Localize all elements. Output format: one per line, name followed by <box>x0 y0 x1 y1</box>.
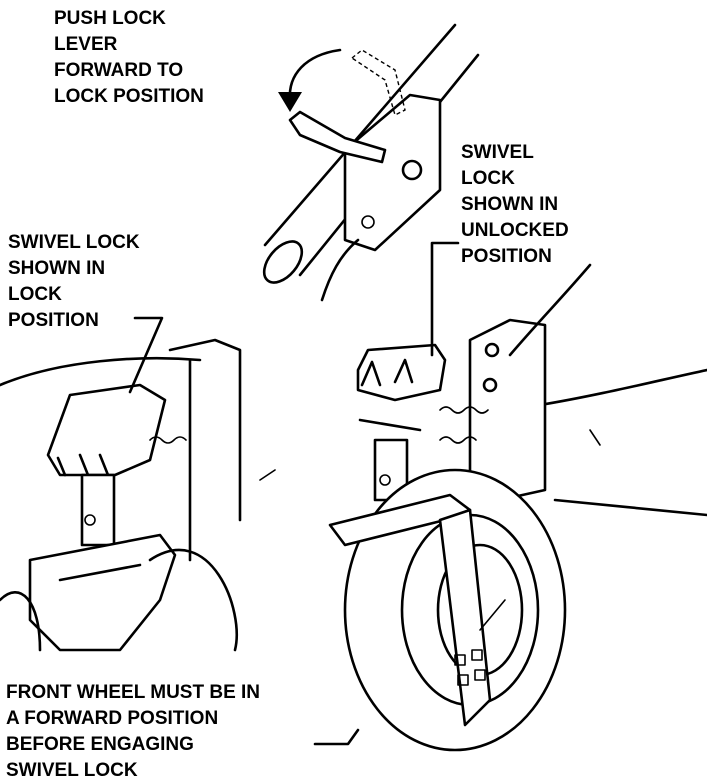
label-line: FRONT WHEEL MUST BE IN <box>6 682 261 703</box>
label-line: POSITION <box>8 310 99 331</box>
label-swivel-lock-unlocked: SWIVEL LOCK SHOWN IN UNLOCKED POSITION <box>461 140 569 270</box>
handle-lever-illustration <box>262 23 480 302</box>
leader-lines <box>128 241 460 746</box>
label-line: SWIVEL <box>461 142 534 163</box>
leader-swivel-unlocked <box>430 241 460 357</box>
right-caster-unlocked-illustration <box>259 263 707 752</box>
label-line: SWIVEL LOCK <box>6 760 138 781</box>
leader-swivel-locked <box>128 316 164 394</box>
label-line: LEVER <box>54 34 118 55</box>
label-line: PUSH LOCK <box>54 8 166 29</box>
label-swivel-lock-locked: SWIVEL LOCK SHOWN IN LOCK POSITION <box>8 230 140 334</box>
label-line: SHOWN IN <box>461 194 559 215</box>
label-push-lock-lever: PUSH LOCK LEVER FORWARD TO LOCK POSITION <box>54 6 204 110</box>
label-line: SWIVEL LOCK <box>8 232 140 253</box>
label-line: LOCK <box>461 168 515 189</box>
label-front-wheel-forward: FRONT WHEEL MUST BE IN A FORWARD POSITIO… <box>6 680 260 784</box>
label-line: BEFORE ENGAGING <box>6 734 194 755</box>
label-line: LOCK POSITION <box>54 86 204 107</box>
left-caster-locked-illustration <box>0 338 242 652</box>
leader-front-wheel <box>313 728 360 746</box>
label-line: FORWARD TO <box>54 60 184 81</box>
label-line: UNLOCKED <box>461 220 569 241</box>
label-line: A FORWARD POSITION <box>6 708 219 729</box>
label-line: LOCK <box>8 284 62 305</box>
arrow-head-icon <box>278 92 302 112</box>
label-line: POSITION <box>461 246 552 267</box>
label-line: SHOWN IN <box>8 258 106 279</box>
